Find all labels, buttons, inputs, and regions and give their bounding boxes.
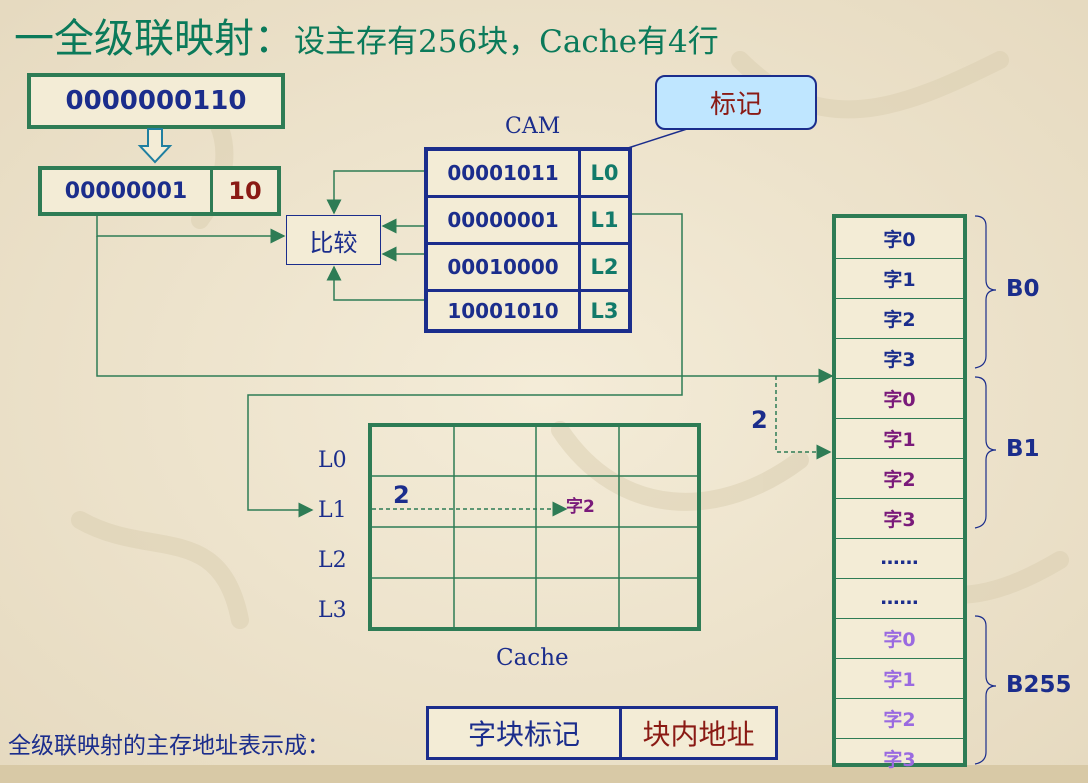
memory-word: 字2 [836, 458, 963, 499]
memory-ellipsis: …… [836, 538, 963, 579]
cam-row: 10001010 L3 [428, 289, 628, 333]
memory-word: 字3 [836, 338, 963, 379]
offset-field: 10 [228, 177, 262, 205]
memory-word: 字2 [836, 298, 963, 339]
block-label-b1: B1 [1006, 436, 1040, 462]
block-label-b255: B255 [1006, 672, 1072, 698]
cam-tag: 00000001 [428, 198, 581, 242]
compare-box: 比较 [286, 215, 381, 265]
cam-line: L0 [590, 161, 619, 185]
cam-tag: 10001010 [428, 289, 581, 333]
main-memory: 字0 字1 字2 字3 字0 字1 字2 字3 …… …… 字0 字1 字2 字… [832, 214, 967, 771]
tag-field: 00000001 [42, 170, 213, 212]
cache-row-label: L0 [318, 448, 347, 473]
memory-word: 字3 [836, 498, 963, 539]
cam-tag: 00010000 [428, 245, 581, 289]
cam-row: 00000001 L1 [428, 198, 628, 245]
cam-line: L2 [590, 255, 619, 279]
main-memory-address: 0000000110 [27, 73, 285, 129]
memory-ellipsis: …… [836, 578, 963, 619]
slide-title: 一全级联映射：设主存有256块，Cache有4行 [14, 16, 719, 62]
cam-row: 00001011 L0 [428, 151, 628, 198]
cache-word: 字2 [566, 497, 595, 517]
cam-row: 00010000 L2 [428, 245, 628, 292]
cam-table: 00001011 L0 00000001 L1 00010000 L2 1000… [424, 147, 632, 333]
tag-callout: 标记 [655, 75, 817, 130]
cam-label: CAM [505, 114, 561, 139]
memory-word: 字1 [836, 258, 963, 299]
cam-line: L1 [590, 208, 619, 232]
cache-offset-number: 2 [393, 481, 410, 509]
format-description: 全级联映射的主存地址表示成： [8, 733, 330, 759]
format-tag: 字块标记 [429, 709, 622, 757]
cache-row-label: L3 [318, 598, 347, 623]
cache-grid [368, 423, 701, 631]
memory-word: 字0 [836, 618, 963, 659]
cache-row-label: L1 [318, 498, 347, 523]
memory-word: 字0 [836, 218, 963, 259]
memory-offset-number: 2 [751, 406, 768, 434]
address-format: 字块标记 块内地址 [426, 706, 778, 760]
memory-word: 字1 [836, 418, 963, 459]
cam-tag: 00001011 [428, 151, 581, 195]
tag-offset-address: 00000001 10 [38, 166, 281, 216]
memory-word: 字3 [883, 748, 916, 771]
memory-word: 字0 [836, 378, 963, 419]
memory-word: 字1 [836, 658, 963, 699]
cache-row-label: L2 [318, 548, 347, 573]
cam-line: L3 [590, 299, 619, 323]
cache-caption: Cache [496, 645, 569, 671]
block-label-b0: B0 [1006, 276, 1040, 302]
memory-word: 字2 [836, 698, 963, 739]
format-offset: 块内地址 [642, 718, 755, 751]
